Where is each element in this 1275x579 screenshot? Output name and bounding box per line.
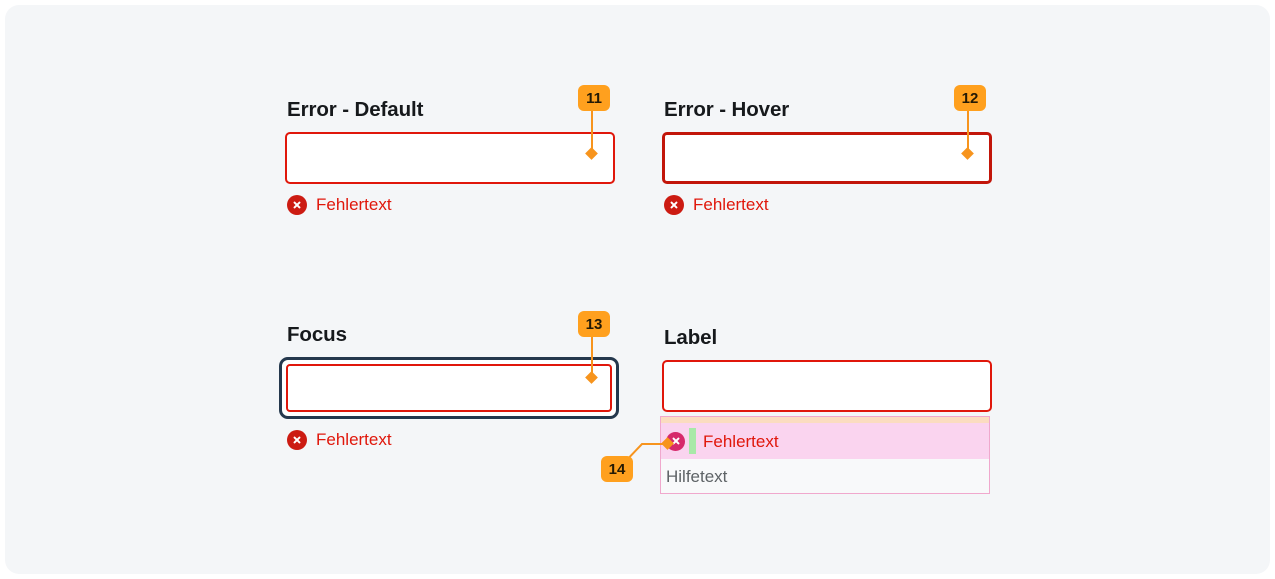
field-block-label: Label [662,326,992,412]
error-circle-x-icon [287,194,307,215]
focus-ring [279,356,619,419]
text-input-error-hover[interactable] [662,131,992,184]
annotation-badge-13[interactable]: 13 [578,311,610,337]
annotation-badge-12[interactable]: 12 [954,85,986,111]
selection-overlay: Fehlertext Hilfetext [660,416,990,494]
error-message-error-hover: Fehlertext [664,194,992,215]
error-circle-x-icon [664,194,684,215]
page-title-label: Label [664,326,718,349]
overlay-error-row: Fehlertext [661,423,989,459]
overlay-spacing-band [661,417,989,423]
page-title-error-default: Error - Default [287,98,424,121]
error-circle-x-icon [287,429,307,450]
error-message-text: Fehlertext [693,195,769,214]
field-block-error-default: Error - Default Fehlertext [285,98,615,215]
annotation-badge-11[interactable]: 11 [578,85,610,111]
leader-line-11 [591,111,593,154]
leader-line-13 [591,337,593,378]
field-block-focus: Focus Fehlertext [279,323,619,450]
page-title-focus: Focus [287,323,347,346]
help-message-text: Hilfetext [666,466,728,486]
error-message-text: Fehlertext [316,430,392,449]
leader-line-12 [967,111,969,154]
error-message-error-default: Fehlertext [287,194,615,215]
overlay-gap-marker [689,428,696,454]
design-canvas: Error - Default Fehlertext Error - Hover… [5,5,1270,574]
text-input-focus[interactable] [286,363,612,412]
text-input-error-default[interactable] [285,131,615,184]
text-input-label[interactable] [662,359,992,412]
overlay-help-row: Hilfetext [661,459,989,493]
error-message-focus: Fehlertext [287,429,619,450]
error-message-text: Fehlertext [703,431,779,451]
annotation-badge-14[interactable]: 14 [601,456,633,482]
error-message-text: Fehlertext [316,195,392,214]
page-title-error-hover: Error - Hover [664,98,790,121]
field-block-error-hover: Error - Hover Fehlertext [662,98,992,215]
